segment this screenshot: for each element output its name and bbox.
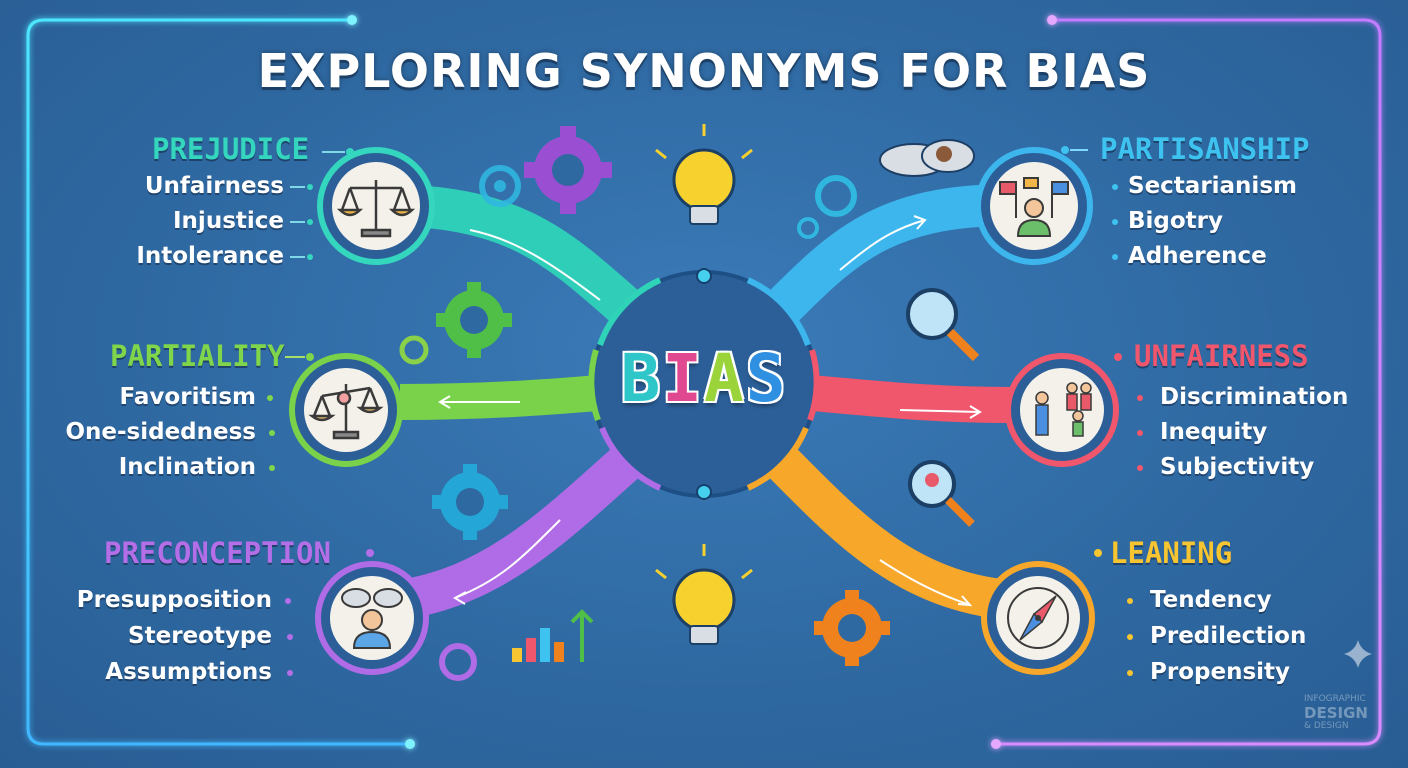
gear-icon [399,335,429,365]
gear-icon [436,282,512,358]
heading-unfairness: UNFAIRNESS [1134,339,1309,373]
item-intolerance: Intolerance [136,243,284,269]
heading-leaning: LEANING [1110,536,1233,570]
gear-icon [479,165,521,207]
item-stereotype: Stereotype [128,623,272,649]
item-inequity: Inequity [1160,419,1268,445]
magnifier-icon [906,288,980,362]
center-bias-label: BIAS [612,340,796,417]
sparkle-icon [1344,640,1372,668]
node-leaning [981,561,1095,675]
search-person-icon [908,460,975,527]
node-partiality [289,353,403,467]
heading-prejudice: PREJUDICE [152,132,310,166]
item-adherence: Adherence [1128,243,1267,269]
watermark: INFOGRAPHIC DESIGN & DESIGN [1304,694,1384,732]
bias-letter: A [704,340,746,417]
item-injustice: Injustice [173,208,284,234]
bias-letter: B [620,340,663,417]
scales-of-justice-icon [336,180,416,238]
heading-partisanship: PARTISANSHIP [1100,132,1310,166]
node-preconception [315,561,429,675]
unequal-people-icon [1035,382,1092,437]
item-subjectivity: Subjectivity [1160,454,1315,480]
node-prejudice [317,147,435,265]
item-one-sidedness: One-sidedness [65,419,256,445]
node-unfairness [1005,353,1119,467]
ribbon-arrows [438,215,982,607]
watermark-line2: DESIGN [1304,704,1368,722]
lightbulb-icon [655,544,753,645]
gear-icon [797,217,819,239]
gear-icon [814,590,890,666]
watermark-line3: & DESIGN [1304,721,1349,731]
node-partisanship [975,147,1093,265]
item-sectarianism: Sectarianism [1128,173,1297,199]
watermark-line1: INFOGRAPHIC [1304,694,1366,704]
item-discrimination: Discrimination [1160,384,1349,410]
person-with-flags-icon [999,177,1069,237]
gear-icon [524,126,612,214]
neon-frame [26,15,1382,749]
page-title: EXPLORING SYNONYMS FOR BIAS [257,44,1151,98]
bar-chart-icon [512,609,594,662]
compass-icon [1007,587,1069,649]
item-tendency: Tendency [1150,587,1272,613]
bias-letter: I [662,340,704,417]
bias-letter: S [745,340,788,417]
heading-preconception: PRECONCEPTION [104,536,331,570]
central-node [588,268,820,500]
gear-icon [439,643,477,681]
item-predilection: Predilection [1150,623,1307,649]
item-favoritism: Favoritism [119,384,256,410]
heading-partiality: PARTIALITY [110,339,285,373]
item-connectors [290,148,354,260]
gear-icon [815,175,857,217]
item-unfairness: Unfairness [144,173,284,199]
cloud-icon [879,139,975,177]
item-inclination: Inclination [118,454,256,480]
item-bigotry: Bigotry [1128,208,1224,234]
item-presupposition: Presupposition [76,587,272,613]
gear-icon [432,464,508,540]
lightbulb-icon [655,124,753,225]
tilted-scales-icon [308,384,384,440]
item-propensity: Propensity [1150,659,1290,685]
thinking-person-icon [341,588,403,649]
item-assumptions: Assumptions [105,659,272,685]
